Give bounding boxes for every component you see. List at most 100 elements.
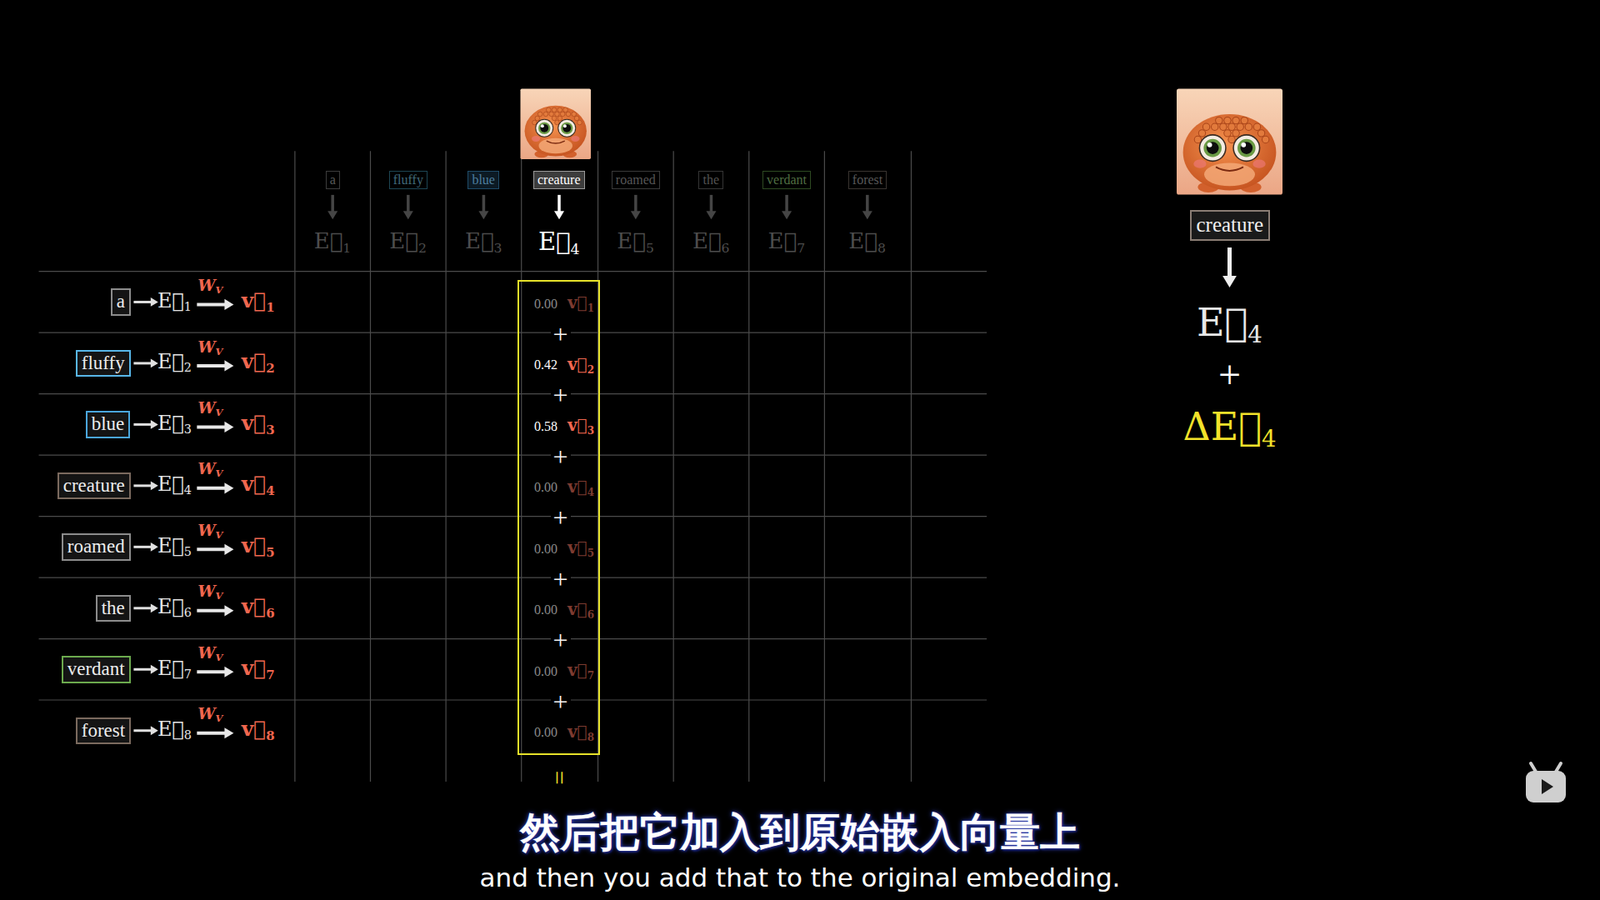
token-text: creature xyxy=(1196,213,1264,238)
attention-weight: 0.00 xyxy=(534,602,558,618)
value-matrix-label: WV xyxy=(197,399,223,420)
token-text: creature xyxy=(537,172,581,188)
creature-belly xyxy=(538,138,573,155)
creature-mouth xyxy=(1215,166,1244,170)
creature-belly xyxy=(1204,162,1255,186)
value-vector-label: v⃗4 xyxy=(241,472,275,499)
creature-scale xyxy=(1211,123,1219,130)
creature-illustration xyxy=(520,89,592,160)
value-vector-label: v⃗3 xyxy=(241,411,275,438)
arrow-shaft xyxy=(196,547,225,551)
arrow-shaft xyxy=(196,670,225,674)
value-vector-label: v⃗2 xyxy=(241,350,275,376)
creature-eye xyxy=(535,120,553,137)
embedding-label: E⃗1 xyxy=(157,290,192,315)
arrow-shaft xyxy=(133,668,151,671)
arrow-shaft xyxy=(330,195,335,212)
subtitle-english: and then you add that to the original em… xyxy=(480,863,1121,894)
token-box: the xyxy=(698,170,724,190)
arrows xyxy=(133,195,1236,739)
token-box: creature xyxy=(57,472,131,500)
arrow-head xyxy=(862,210,873,220)
grid-line xyxy=(748,150,750,782)
grid-line xyxy=(597,150,599,782)
token-text: forest xyxy=(852,172,883,188)
creature-eye xyxy=(558,120,575,137)
arrow-head xyxy=(478,210,489,220)
grid xyxy=(39,150,988,782)
embedding-label: E⃗8 xyxy=(157,718,192,743)
plus-sign: + xyxy=(550,380,571,411)
creature-cheek xyxy=(1252,160,1265,169)
creature-scale xyxy=(1261,135,1269,143)
token-box: a xyxy=(110,288,131,315)
creature-scale xyxy=(1220,123,1227,130)
arrow-head xyxy=(327,210,338,220)
arrow-head xyxy=(150,420,159,430)
arrow-head xyxy=(1222,275,1237,288)
token-text: roamed xyxy=(615,172,656,188)
arrow-shaft xyxy=(133,361,151,365)
arrow-head xyxy=(150,480,159,490)
arrow-head xyxy=(150,603,159,613)
plus-sign: + xyxy=(550,441,571,473)
creature-scale xyxy=(546,107,552,113)
grid-line xyxy=(39,393,988,395)
icon-antenna xyxy=(1530,763,1536,772)
creature-scale xyxy=(555,120,560,125)
arrow-shaft xyxy=(196,364,225,368)
creature-eye xyxy=(1237,139,1256,158)
value-vector-label: v⃗8 xyxy=(241,717,275,744)
arrow-head xyxy=(630,210,641,220)
embedding-label: E⃗3 xyxy=(465,229,503,257)
token-text: a xyxy=(116,290,125,313)
arrow-head xyxy=(150,297,159,307)
token-box: blue xyxy=(85,410,131,438)
creature-scale xyxy=(532,120,538,125)
arrow-head xyxy=(224,299,234,310)
embedding-label: E⃗4 xyxy=(538,228,580,258)
creature-scale xyxy=(1202,123,1210,130)
token-box: the xyxy=(95,595,131,622)
embedding-label: E⃗4 xyxy=(1196,300,1263,349)
creature-scale xyxy=(1228,123,1235,130)
creature-scale xyxy=(555,111,560,117)
arrow-shaft xyxy=(865,195,870,212)
creature-scale xyxy=(574,115,580,121)
creature-scale xyxy=(537,111,543,117)
attention-weight: 0.00 xyxy=(534,725,558,740)
creature-scale xyxy=(1215,116,1223,124)
creature-scale xyxy=(563,107,569,113)
creature-scale xyxy=(1224,116,1231,124)
token-text: creature xyxy=(63,475,125,497)
value-matrix-label: WV xyxy=(197,276,223,297)
plus-sign: + xyxy=(1218,351,1241,398)
icon-antenna xyxy=(1555,763,1561,772)
arrow-shaft xyxy=(482,195,486,212)
token-text: blue xyxy=(471,172,495,188)
creature-eye xyxy=(563,124,567,128)
value-vector-label: v⃗6 xyxy=(567,600,595,621)
plus-sign: + xyxy=(550,564,571,595)
creature-scale xyxy=(543,111,549,117)
token-text: the xyxy=(702,172,720,188)
token-box: fluffy xyxy=(75,350,131,377)
grid-line xyxy=(39,576,988,578)
embedding-label: E⃗4 xyxy=(157,473,192,498)
creature-scale xyxy=(1240,116,1248,124)
creature-scale xyxy=(1194,135,1201,143)
creature-illustration xyxy=(1176,89,1283,195)
token-box: a xyxy=(325,170,340,190)
value-vector-label: v⃗2 xyxy=(567,355,595,376)
creature-eye xyxy=(1234,135,1260,161)
embedding-label: E⃗2 xyxy=(157,350,192,375)
icon-play xyxy=(1541,779,1554,795)
embedding-label: E⃗5 xyxy=(157,535,192,560)
embedding-label: E⃗2 xyxy=(389,229,427,257)
value-matrix-label: WV xyxy=(197,582,223,603)
token-text: forest xyxy=(81,720,125,742)
grid-line xyxy=(673,150,675,782)
token-box: roamed xyxy=(611,170,660,190)
creature-scale xyxy=(577,120,583,125)
